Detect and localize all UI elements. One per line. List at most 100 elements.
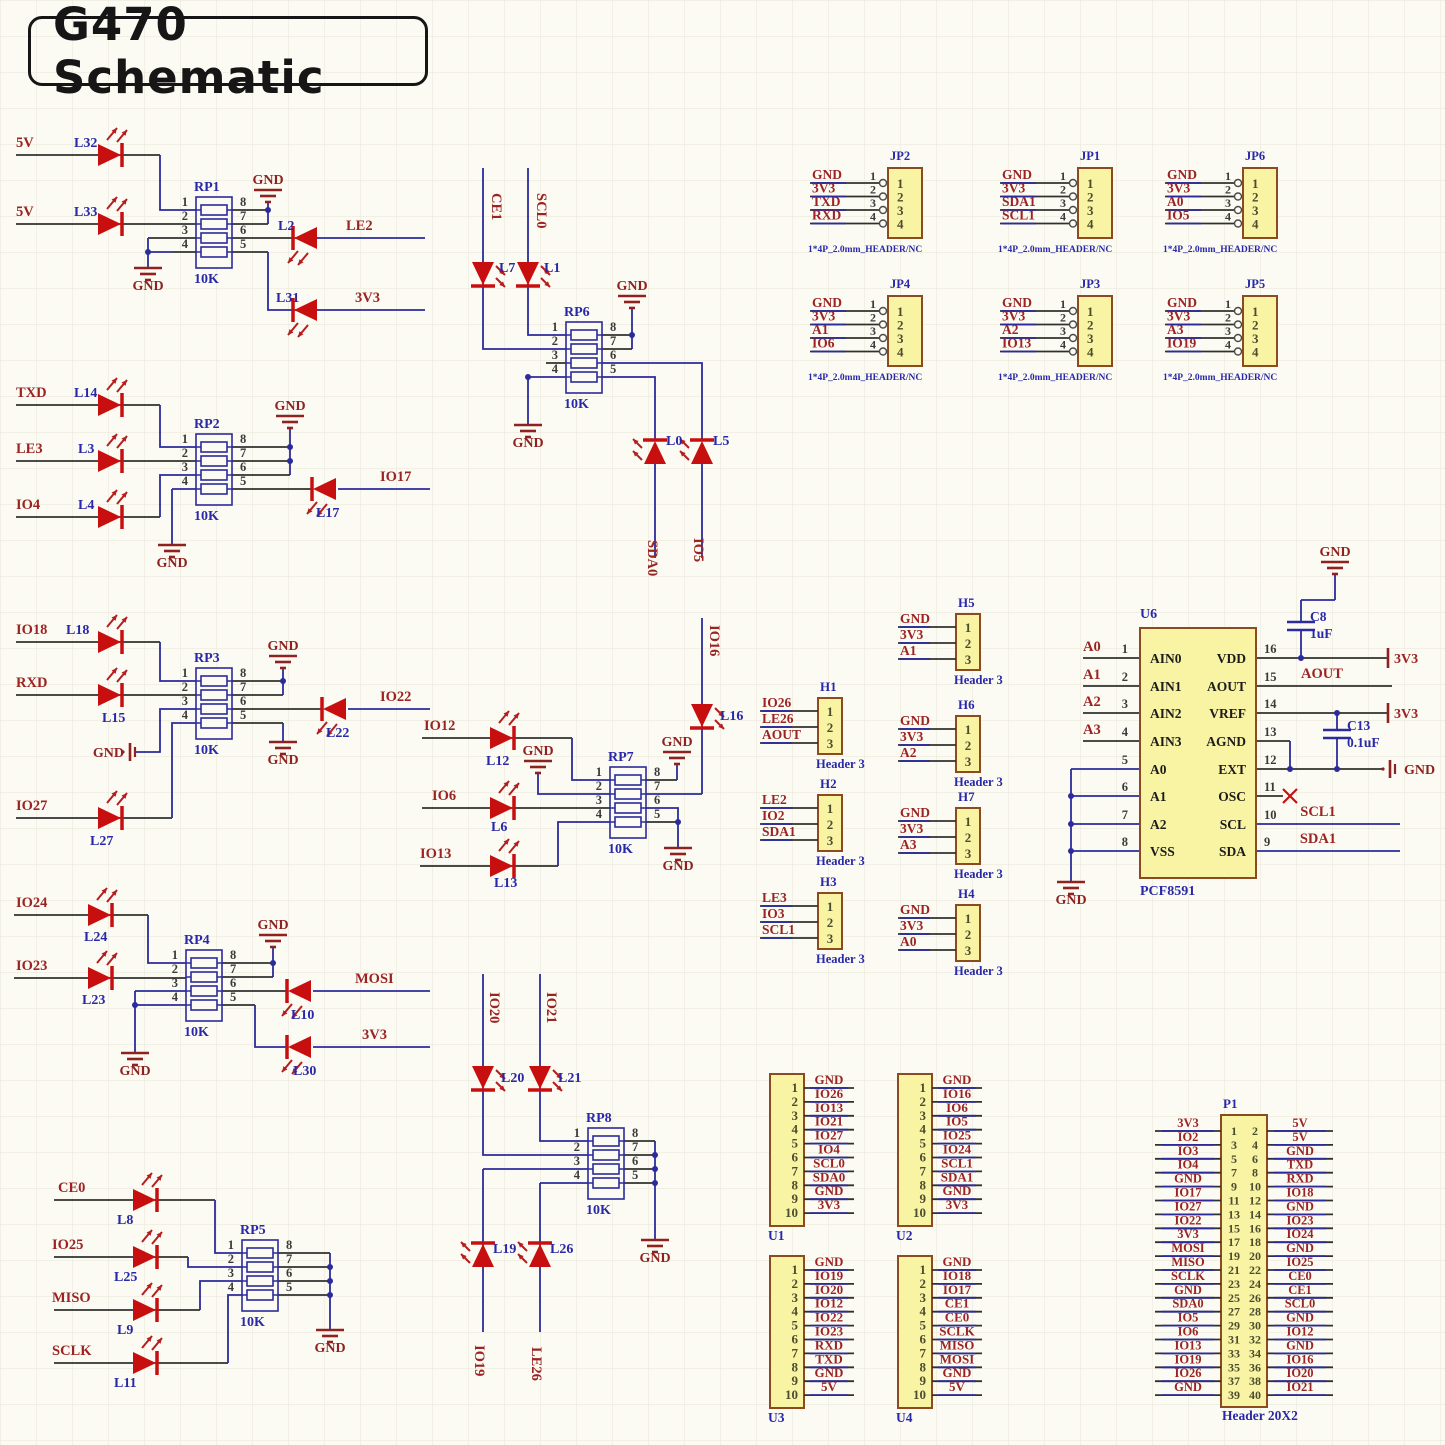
- led-designator: L17: [316, 506, 339, 521]
- arrow-head: [513, 841, 519, 847]
- header-pin-number: 12: [1249, 1194, 1261, 1208]
- net-label: IO5: [1178, 1311, 1199, 1325]
- net-label: IO19: [471, 1345, 487, 1376]
- header-description: 1*4P_2.0mm_HEADER/NC: [1163, 245, 1277, 255]
- wire: [254, 1005, 287, 1048]
- pin-number: 8: [240, 432, 246, 446]
- led-L19: [460, 1241, 495, 1267]
- ic-pin-name: VSS: [1150, 844, 1175, 859]
- pin-number: 7: [1122, 808, 1128, 822]
- rpack-value: 10K: [184, 1025, 209, 1040]
- header-JP4: 1GND123V323A134IO64JP41*4P_2.0mm_HEADER/…: [808, 277, 923, 383]
- led-triangle-icon: [529, 1244, 551, 1267]
- ic-pin-name: AIN1: [1150, 679, 1182, 694]
- header-pin-number: 2: [965, 830, 972, 845]
- led-L25: [133, 1229, 163, 1269]
- header-description: 1*4P_2.0mm_HEADER/NC: [1163, 373, 1277, 383]
- wire: [571, 738, 610, 781]
- gnd-label: GND: [252, 173, 283, 188]
- net-label: IO22: [380, 689, 411, 705]
- header-description: Header 3: [816, 757, 865, 771]
- net-label: GND: [1174, 1283, 1202, 1297]
- wire: [147, 915, 186, 964]
- pin-circle-icon: [878, 306, 888, 316]
- header-designator: H7: [958, 789, 975, 804]
- header-pin-number: 3: [965, 943, 972, 958]
- net-label: GND: [1174, 1380, 1202, 1394]
- title-box: G470 Schematic: [28, 0, 428, 104]
- arrow-head: [327, 730, 333, 736]
- header-body: [1242, 167, 1278, 239]
- arrow-head: [156, 1285, 162, 1291]
- arrow-head: [680, 451, 686, 457]
- header-pin-number: 4: [1252, 345, 1259, 360]
- pin-number: 3: [182, 223, 188, 237]
- header-body: [955, 807, 981, 865]
- led-L7: [471, 262, 506, 288]
- pin-number: 7: [230, 962, 236, 976]
- header-body: [1220, 1114, 1268, 1408]
- led-L3: [98, 433, 128, 473]
- pin-number: 2: [1060, 311, 1066, 325]
- ic-designator: U6: [1140, 607, 1157, 622]
- gnd-label: GND: [616, 279, 647, 294]
- pin-number: 3: [1060, 196, 1066, 210]
- wire: [171, 722, 196, 818]
- net-label: SCL1: [762, 922, 795, 937]
- pin-number: 1: [1225, 297, 1231, 311]
- net-label: 3V3: [355, 290, 380, 306]
- arrow-head: [111, 490, 117, 496]
- pin-circle-icon: [878, 333, 888, 343]
- header-pin-number: 38: [1249, 1374, 1261, 1388]
- ic-pin-name: OSC: [1218, 789, 1246, 804]
- header-pin-number: 1: [792, 1080, 799, 1095]
- header-body: [887, 295, 923, 367]
- arrow-head: [156, 1175, 162, 1181]
- resistor-element: [200, 455, 228, 467]
- led-L23: [88, 950, 118, 990]
- header-designator: H2: [820, 776, 837, 791]
- net-label: SCLK: [52, 1343, 92, 1359]
- pin-circle-icon: [878, 205, 888, 215]
- resistor-element: [200, 717, 228, 729]
- net-label: 3V3: [1177, 1116, 1199, 1130]
- wire: [482, 168, 566, 350]
- cap-designator: C8: [1310, 609, 1327, 624]
- pin-number: 3: [574, 1154, 580, 1168]
- pin-circle-icon: [1233, 219, 1243, 228]
- junction-dot: [287, 444, 293, 450]
- pin-number: 4: [1060, 338, 1066, 352]
- resistor-element: [592, 1163, 620, 1175]
- rpack-value: 10K: [240, 1315, 265, 1330]
- arrow-head: [718, 723, 724, 729]
- arrow-head: [121, 130, 127, 136]
- pin-number: 4: [870, 338, 876, 352]
- net-label: RXD: [1286, 1172, 1313, 1186]
- header-pin-number: 4: [897, 345, 904, 360]
- arrow-head: [146, 1336, 152, 1342]
- arrow-head: [288, 257, 294, 263]
- header-pin-number: 1: [1252, 304, 1259, 319]
- gnd-label: GND: [267, 639, 298, 654]
- ic-pin-name: VDD: [1217, 651, 1246, 666]
- net-label: MISO: [1171, 1255, 1205, 1269]
- net-labels: 5V5VLE23V3TXDLE3IO4IO17IO18RXDIO27IO22IO…: [16, 135, 1343, 1381]
- pin-number: 3: [870, 324, 876, 338]
- header-pin-number: 23: [1228, 1277, 1240, 1291]
- arrow-head: [146, 1283, 152, 1289]
- pin-number: 2: [182, 680, 188, 694]
- pin-number: 13: [1264, 725, 1277, 739]
- led-designator: L32: [74, 136, 97, 151]
- ic-pin-name: A2: [1150, 817, 1167, 832]
- designator-labels: L32L33L2L31L14L3L4L17L18L15L27L22L24L23L…: [66, 136, 743, 1391]
- net-label: IO27: [815, 1128, 844, 1143]
- pin-number: 1: [1225, 169, 1231, 183]
- rpack-designator: RP8: [586, 1111, 612, 1126]
- net-label: IO16: [943, 1086, 972, 1101]
- junction-dot: [270, 960, 276, 966]
- header-pin-number: 6: [792, 1332, 799, 1347]
